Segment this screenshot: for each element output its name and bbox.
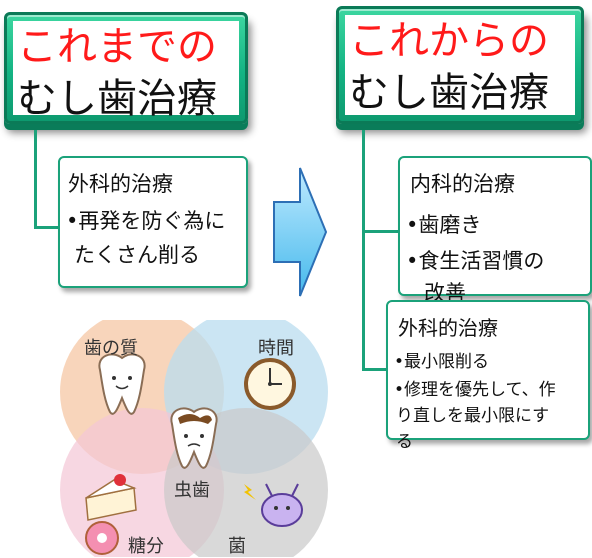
right-card2-line-3: り直しを最小限にす xyxy=(396,406,550,426)
right-connector-2 xyxy=(362,228,391,371)
left-card-line-1: •再発を防ぐ為に xyxy=(66,209,226,233)
cake-icon xyxy=(85,474,137,521)
left-title-box: これまでの むし歯治療 xyxy=(4,12,248,124)
right-title-line1: これからの xyxy=(349,18,549,64)
healthy-tooth-icon xyxy=(98,353,146,415)
venn-label-time: 時間 xyxy=(258,338,294,359)
right-card1-heading: 内科的治療 xyxy=(410,172,515,196)
left-connector xyxy=(34,130,61,229)
left-card-heading: 外科的治療 xyxy=(68,172,173,196)
right-card2-line-2: •修理を優先して、作 xyxy=(394,380,556,400)
right-connector-1 xyxy=(362,130,401,233)
left-title-line1: これまでの xyxy=(17,24,217,70)
right-card-internal: 内科的治療 •歯磨き •食生活習慣の 改善 xyxy=(398,156,592,305)
right-title-box: これからの むし歯治療 xyxy=(336,6,584,124)
venn-diagram xyxy=(60,320,328,557)
right-title-line2: むし歯治療 xyxy=(349,70,549,116)
right-card1-line-2: •食生活習慣の xyxy=(406,249,545,273)
venn-label-sugar: 糖分 xyxy=(128,536,164,557)
clock-icon xyxy=(244,358,296,410)
decayed-tooth-icon xyxy=(170,407,218,469)
venn-label-bacteria: 菌 xyxy=(228,536,246,557)
right-arrow-icon xyxy=(273,167,328,297)
right-card-surgical: 外科的治療 •最小限削る •修理を優先して、作 り直しを最小限にす る xyxy=(386,300,590,452)
bacteria-icon xyxy=(244,483,303,527)
venn-label-tooth-quality: 歯の質 xyxy=(84,338,138,359)
donut-icon xyxy=(85,521,119,555)
venn-label-cavity: 虫歯 xyxy=(174,480,210,501)
right-card2-line-4: る xyxy=(396,432,413,452)
left-card: 外科的治療 •再発を防ぐ為に たくさん削る xyxy=(58,156,248,288)
left-card-line-2: たくさん削る xyxy=(74,243,200,267)
right-card2-line-1: •最小限削る xyxy=(394,352,490,372)
right-card2-heading: 外科的治療 xyxy=(398,316,498,340)
left-title-line2: むし歯治療 xyxy=(17,76,217,122)
right-card1-line-1: •歯磨き xyxy=(406,213,482,237)
